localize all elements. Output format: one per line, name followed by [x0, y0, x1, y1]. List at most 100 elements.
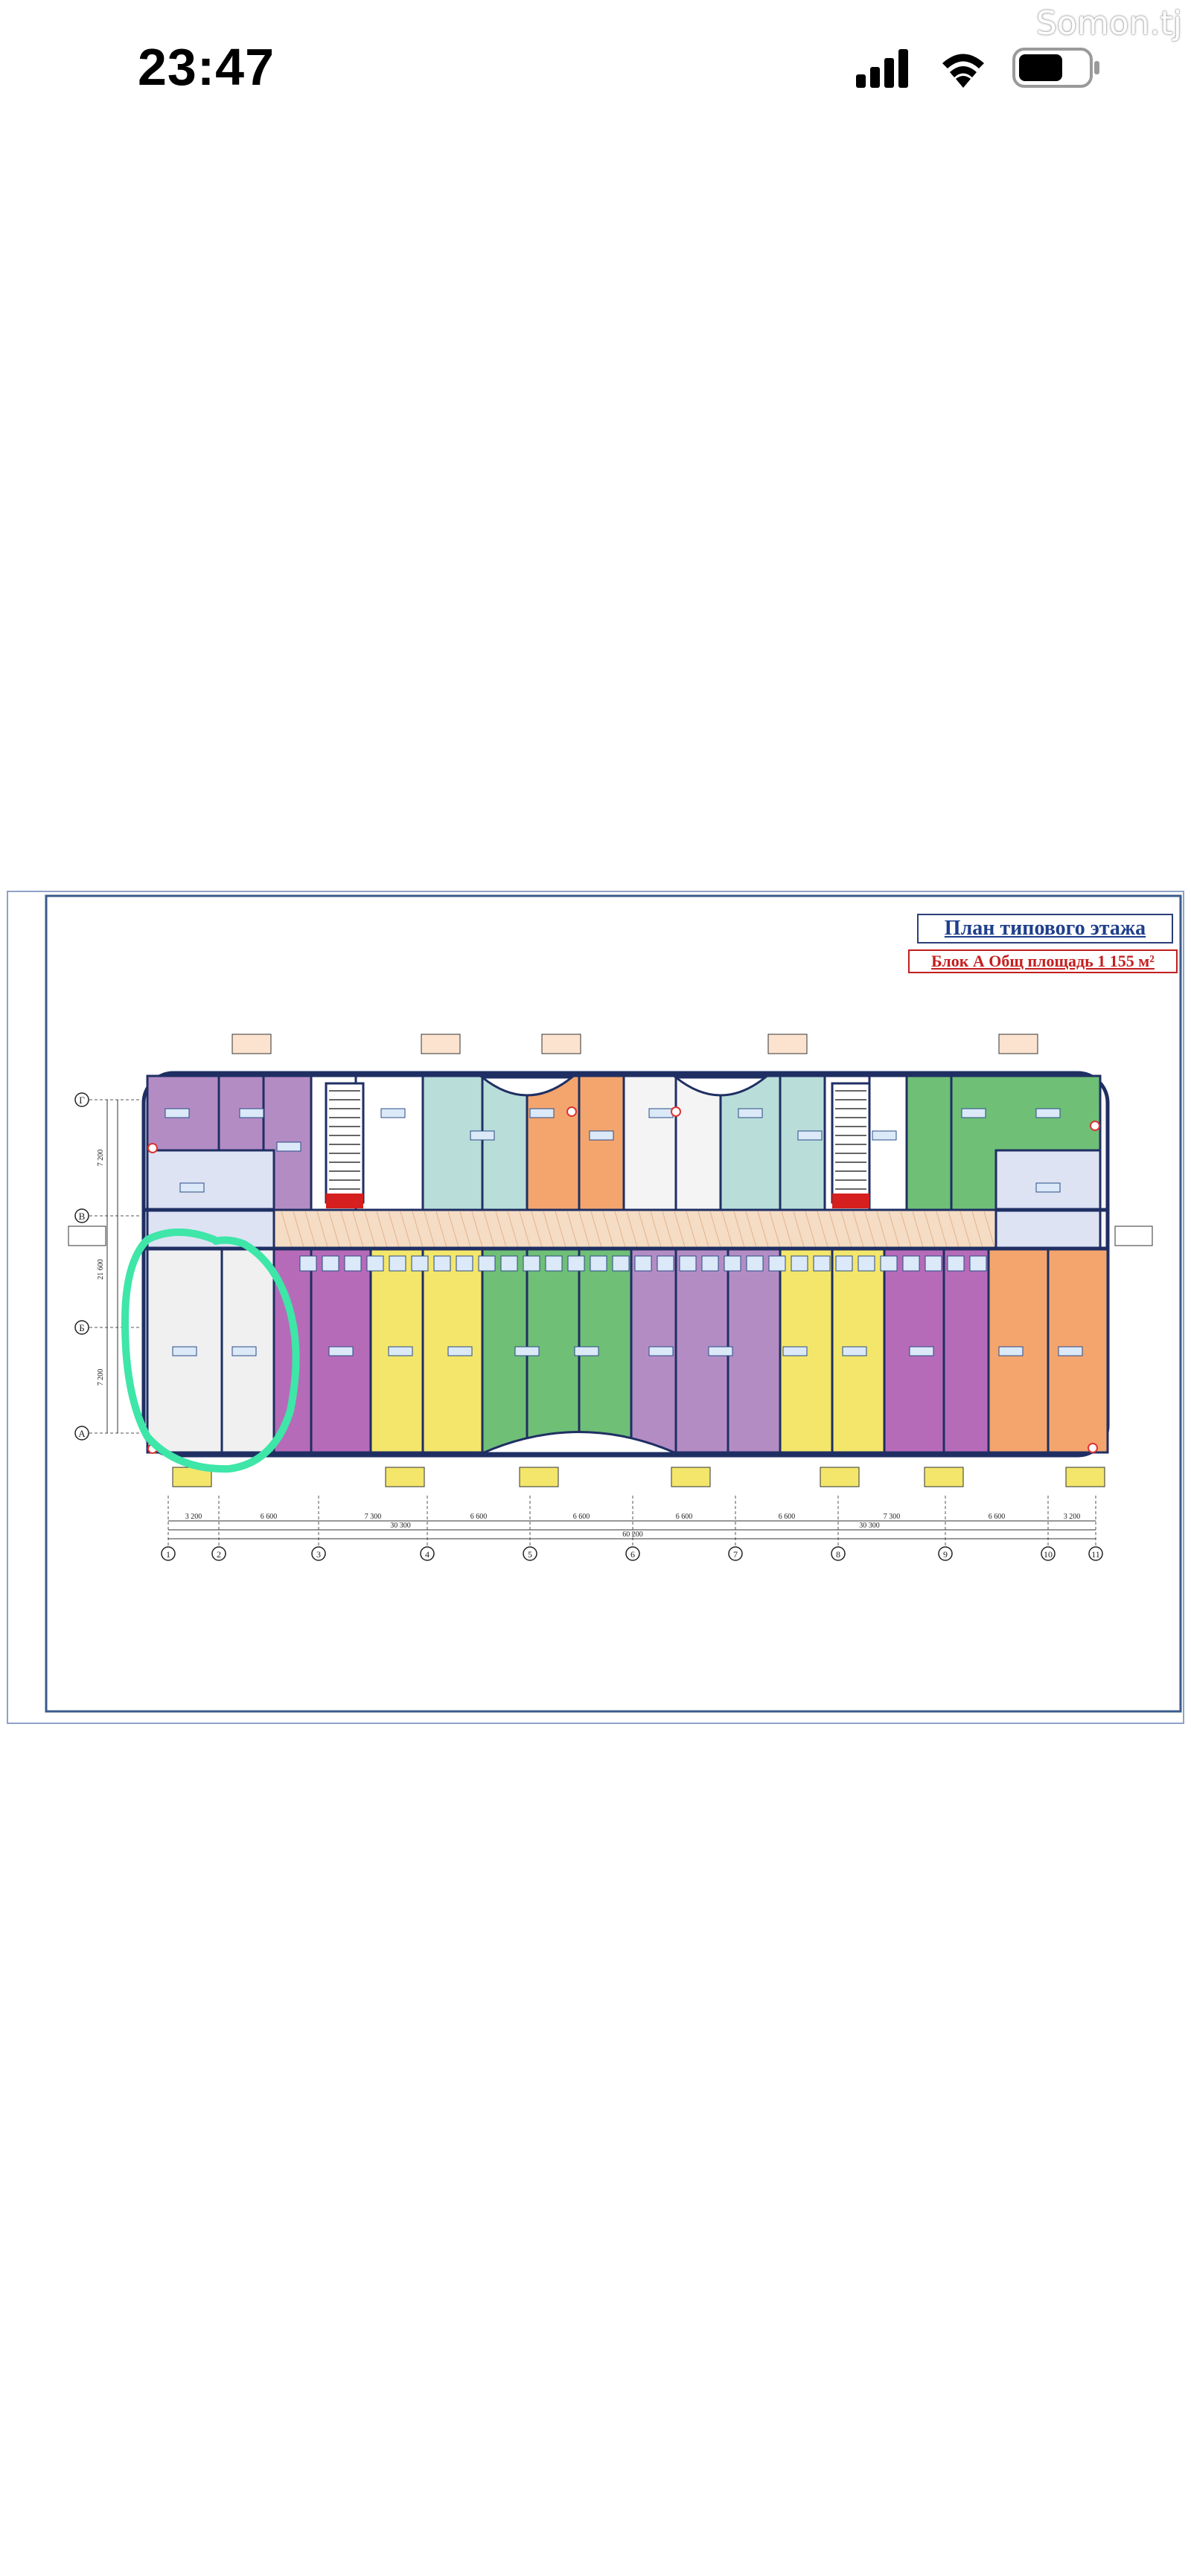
corridor-hatch	[924, 1211, 936, 1248]
bath-block	[791, 1255, 808, 1272]
plan-title: План типового этажа	[944, 917, 1146, 940]
axis-row-label-Б: Б	[79, 1322, 84, 1333]
bath-block	[768, 1255, 786, 1272]
left-lobby-unit	[146, 1149, 275, 1211]
axis-col-label-7: 7	[733, 1549, 738, 1560]
plan-subtitle-box: Блок А Общ площадь 1 155 м²	[908, 949, 1178, 973]
top-unit-13	[779, 1074, 826, 1211]
bath-block	[858, 1255, 875, 1272]
axis-col-circle-7	[728, 1546, 743, 1561]
dim-top-5: 6 600	[573, 1513, 590, 1521]
stair-shaft-2	[831, 1082, 871, 1204]
axis-col-label-6: 6	[630, 1549, 635, 1560]
axis-col-circle-10	[1041, 1546, 1056, 1561]
bath-block	[612, 1255, 630, 1272]
bath-block	[880, 1255, 898, 1272]
bath-block	[433, 1255, 451, 1272]
dim-total: 60 200	[622, 1531, 643, 1539]
corridor-hatch	[614, 1211, 626, 1248]
corridor-hatch	[364, 1211, 376, 1248]
corridor-hatch	[602, 1211, 614, 1248]
corridor-hatch	[578, 1211, 590, 1248]
bath-block	[925, 1255, 942, 1272]
room-label-21	[514, 1346, 540, 1356]
room-label-26	[842, 1346, 867, 1356]
dim-top-9: 6 600	[989, 1513, 1006, 1521]
room-label-6	[529, 1108, 555, 1118]
unit-tag-bottom-5	[820, 1467, 860, 1487]
bath-block	[746, 1255, 764, 1272]
room-label-28	[998, 1346, 1024, 1356]
corridor-hatch	[900, 1211, 912, 1248]
corridor-hatch	[733, 1211, 745, 1248]
wifi-icon	[942, 54, 984, 88]
stair-red-block-1	[326, 1194, 363, 1208]
bath-block	[813, 1255, 831, 1272]
status-bar: 23:47 Somon.tj	[0, 0, 1191, 149]
room-label-24	[708, 1346, 733, 1356]
axis-row-circle-Г	[74, 1092, 89, 1107]
axis-col-circle-5	[523, 1546, 537, 1561]
corridor-hatch	[697, 1211, 709, 1248]
top-unit-6	[421, 1074, 484, 1211]
corridor-hatch	[971, 1211, 983, 1248]
top-unit-5	[354, 1074, 424, 1211]
room-label-12	[961, 1108, 986, 1118]
axis-col-circle-1	[161, 1546, 176, 1561]
axis-col-circle-11	[1088, 1546, 1103, 1561]
corridor-hatch	[352, 1211, 364, 1248]
bath-block	[679, 1255, 697, 1272]
corridor-hatch	[828, 1211, 840, 1248]
corridor-hatch	[674, 1211, 686, 1248]
column-dot-2	[1090, 1121, 1100, 1131]
corridor-hatch	[519, 1211, 531, 1248]
corridor-hatch	[876, 1211, 888, 1248]
corridor-hatch	[757, 1211, 769, 1248]
room-label-4	[380, 1108, 406, 1118]
room-label-19	[388, 1346, 413, 1356]
dim-top-10: 3 200	[1064, 1513, 1081, 1521]
room-label-14	[179, 1182, 205, 1193]
axis-col-circle-6	[625, 1546, 640, 1561]
axis-col-circle-2	[211, 1546, 226, 1561]
axis-col-label-10: 10	[1044, 1549, 1053, 1560]
room-label-17	[232, 1346, 257, 1356]
column-dot-1	[147, 1143, 158, 1153]
corridor-hatch	[304, 1211, 316, 1248]
bath-block	[389, 1255, 406, 1272]
room-label-11	[872, 1130, 897, 1141]
top-bay-1	[479, 1076, 575, 1097]
unit-tag-right	[1114, 1225, 1153, 1246]
bath-block	[657, 1255, 674, 1272]
corridor-hatch	[864, 1211, 876, 1248]
axis-row-circle-В	[74, 1208, 89, 1223]
top-unit-7	[481, 1074, 529, 1211]
top-unit-12	[719, 1074, 782, 1211]
axis-col-label-8: 8	[836, 1549, 840, 1560]
bath-block	[456, 1255, 473, 1272]
inner-frame	[45, 894, 1182, 1713]
unit-tag-top-3	[541, 1034, 581, 1054]
axis-row-label-Г: Г	[79, 1095, 85, 1106]
room-label-2	[239, 1108, 264, 1118]
corridor-hatch	[412, 1211, 424, 1248]
corridor-hatch	[340, 1211, 352, 1248]
bath-block	[478, 1255, 496, 1272]
corridor-hatch	[662, 1211, 674, 1248]
bottom-bay	[482, 1431, 677, 1455]
corridor-hatch	[495, 1211, 507, 1248]
corridor-hatch	[769, 1211, 781, 1248]
right-corridor-end	[994, 1208, 1102, 1250]
corridor-hatch	[805, 1211, 817, 1248]
dim-top-7: 6 600	[779, 1513, 796, 1521]
corridor-hatch	[435, 1211, 447, 1248]
column-dot-6	[671, 1106, 681, 1117]
battery-icon	[1012, 48, 1099, 88]
corridor-hatch	[281, 1211, 293, 1248]
room-label-29	[1058, 1346, 1083, 1356]
corridor-hatch	[959, 1211, 971, 1248]
axis-col-circle-9	[938, 1546, 953, 1561]
room-label-18	[328, 1346, 354, 1356]
dim-left-1: 7 200	[97, 1150, 105, 1167]
